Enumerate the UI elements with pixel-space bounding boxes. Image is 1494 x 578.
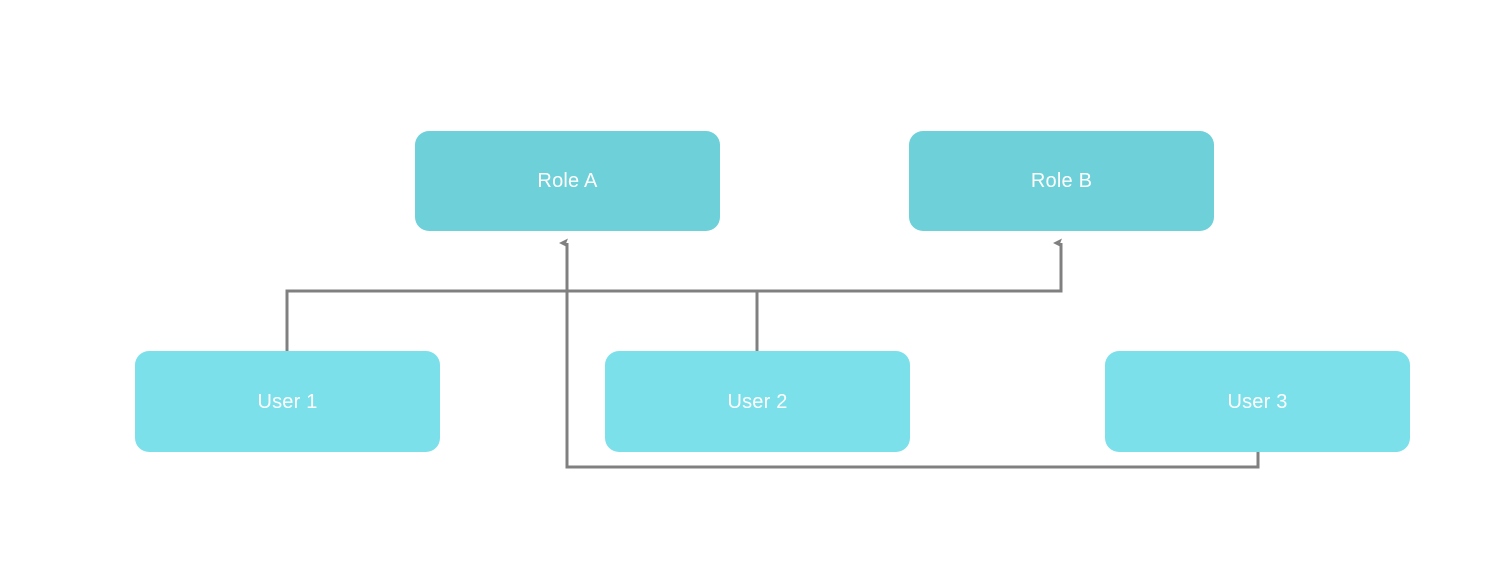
node-role-b-label: Role B xyxy=(1030,170,1093,192)
node-user-3[interactable]: User 3 xyxy=(1105,351,1410,452)
edge-user1-to-role-b xyxy=(285,238,1063,351)
node-user-2[interactable]: User 2 xyxy=(605,351,910,452)
node-role-b[interactable]: Role B xyxy=(909,131,1214,231)
node-user-1-label: User 1 xyxy=(257,390,318,413)
node-role-a[interactable]: Role A xyxy=(415,131,720,231)
node-user-1[interactable]: User 1 xyxy=(135,351,440,452)
node-role-a-label: Role A xyxy=(537,170,598,192)
node-user-3-label: User 3 xyxy=(1227,390,1288,413)
node-user-2-label: User 2 xyxy=(727,390,788,413)
